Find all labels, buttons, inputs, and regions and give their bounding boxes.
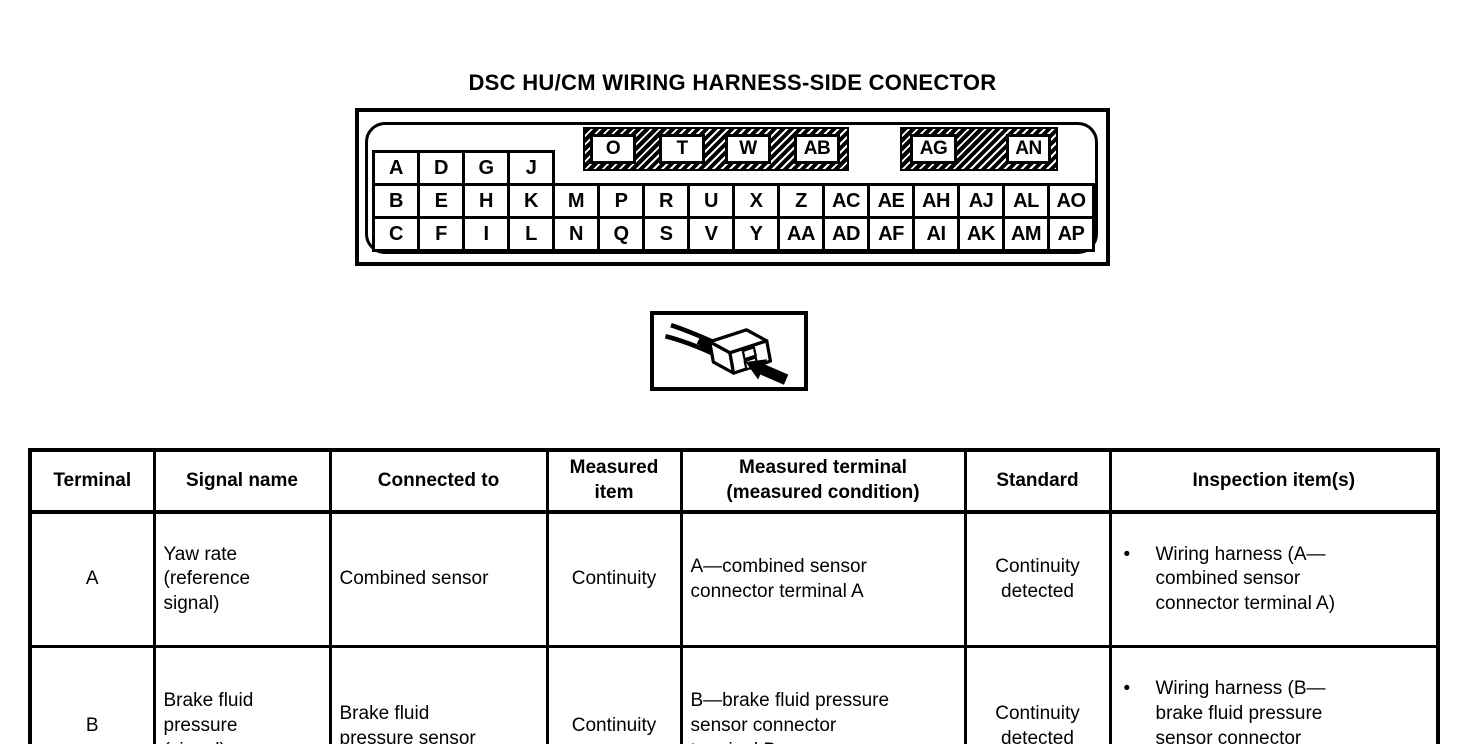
pin-J: J: [507, 150, 555, 186]
table-row-terminal-a: A Yaw rate (reference signal) Combined s…: [28, 510, 1440, 649]
pin-O: O: [590, 134, 636, 164]
pin-AB: AB: [794, 134, 840, 164]
pin-Z: Z: [777, 183, 825, 219]
cell-measured-item: Continuity: [545, 645, 683, 744]
pin-F: F: [417, 216, 465, 252]
cell-measured-item: Continuity: [545, 510, 683, 649]
pin-S: S: [642, 216, 690, 252]
pin-A: A: [372, 150, 420, 186]
pin-AL: AL: [1002, 183, 1050, 219]
pin-Q: Q: [597, 216, 645, 252]
cell-inspection-items: • Wiring harness (A— combined sensor con…: [1108, 510, 1440, 649]
cell-terminal: B: [28, 645, 156, 744]
connector-housing-outline: [365, 122, 1098, 254]
col-header-measured-terminal: Measured terminal (measured condition): [679, 448, 967, 514]
pin-D: D: [417, 150, 465, 186]
pin-T: T: [659, 134, 705, 164]
diagram-title: DSC HU/CM WIRING HARNESS-SIDE CONECTOR: [468, 70, 997, 95]
pin-I: I: [462, 216, 510, 252]
pin-Y: Y: [732, 216, 780, 252]
pin-AD: AD: [822, 216, 870, 252]
table-row-terminal-b: B Brake fluid pressure (signal) Brake fl…: [28, 645, 1440, 744]
pin-AG: AG: [910, 134, 957, 164]
pin-W: W: [725, 134, 771, 164]
bullet-icon: •: [1123, 543, 1131, 565]
cell-signal-name: Brake fluid pressure (signal): [152, 645, 332, 744]
col-header-standard: Standard: [963, 448, 1112, 514]
pin-C: C: [372, 216, 420, 252]
pin-V: V: [687, 216, 735, 252]
connector-keyway-band-2: AG AN: [900, 127, 1058, 171]
cell-inspection-items: • Wiring harness (B— brake fluid pressur…: [1108, 645, 1440, 744]
pin-AI: AI: [912, 216, 960, 252]
pin-P: P: [597, 183, 645, 219]
connector-keyway-band-1: O T W AB: [583, 127, 849, 171]
cell-measured-terminal: B—brake fluid pressure sensor connector …: [679, 645, 967, 744]
connector-diagram: O T W AB AG AN A D G J B E H K M P R U X…: [355, 108, 1110, 266]
col-header-inspection-items: Inspection item(s): [1108, 448, 1440, 514]
pin-row-middle: B E H K M P R U X Z AC AE AH AJ AL AO: [372, 183, 1095, 219]
inspection-table: Terminal Signal name Connected to Measur…: [28, 448, 1440, 744]
cell-standard: Continuity detected: [963, 645, 1112, 744]
pin-AA: AA: [777, 216, 825, 252]
pin-AF: AF: [867, 216, 915, 252]
pin-X: X: [732, 183, 780, 219]
col-header-signal-name: Signal name: [152, 448, 332, 514]
col-header-connected-to: Connected to: [328, 448, 549, 514]
cell-terminal: A: [28, 510, 156, 649]
pin-AH: AH: [912, 183, 960, 219]
pin-N: N: [552, 216, 600, 252]
pin-E: E: [417, 183, 465, 219]
inspection-text: Wiring harness (A— combined sensor conne…: [1155, 543, 1336, 615]
pin-row-bottom: C F I L N Q S V Y AA AD AF AI AK AM AP: [372, 216, 1095, 252]
pin-B: B: [372, 183, 420, 219]
cell-connected-to: Brake fluid pressure sensor: [328, 645, 549, 744]
pin-H: H: [462, 183, 510, 219]
pin-row-top: A D G J: [372, 150, 555, 186]
pin-U: U: [687, 183, 735, 219]
col-header-terminal: Terminal: [28, 448, 156, 514]
cell-measured-terminal: A—combined sensor connector terminal A: [679, 510, 967, 649]
pin-AJ: AJ: [957, 183, 1005, 219]
pin-M: M: [552, 183, 600, 219]
cell-signal-name: Yaw rate (reference signal): [152, 510, 332, 649]
pin-AP: AP: [1047, 216, 1095, 252]
pin-AK: AK: [957, 216, 1005, 252]
pin-AO: AO: [1047, 183, 1095, 219]
inspection-arrow: [745, 359, 789, 385]
connector-body: [708, 328, 773, 375]
cell-connected-to: Combined sensor: [328, 510, 549, 649]
pin-R: R: [642, 183, 690, 219]
inspection-text: Wiring harness (B— brake fluid pressure …: [1155, 678, 1326, 744]
pin-AM: AM: [1002, 216, 1050, 252]
col-header-measured-item: Measured item: [545, 448, 683, 514]
connector-icon-box: [650, 311, 808, 391]
pin-K: K: [507, 183, 555, 219]
pin-AE: AE: [867, 183, 915, 219]
pin-L: L: [507, 216, 555, 252]
bullet-icon: •: [1123, 678, 1131, 700]
cell-standard: Continuity detected: [963, 510, 1112, 649]
pin-AN: AN: [1006, 134, 1051, 164]
pin-AC: AC: [822, 183, 870, 219]
pin-G: G: [462, 150, 510, 186]
table-header-row: Terminal Signal name Connected to Measur…: [28, 448, 1440, 514]
connector-with-arrow-icon: [664, 323, 789, 385]
